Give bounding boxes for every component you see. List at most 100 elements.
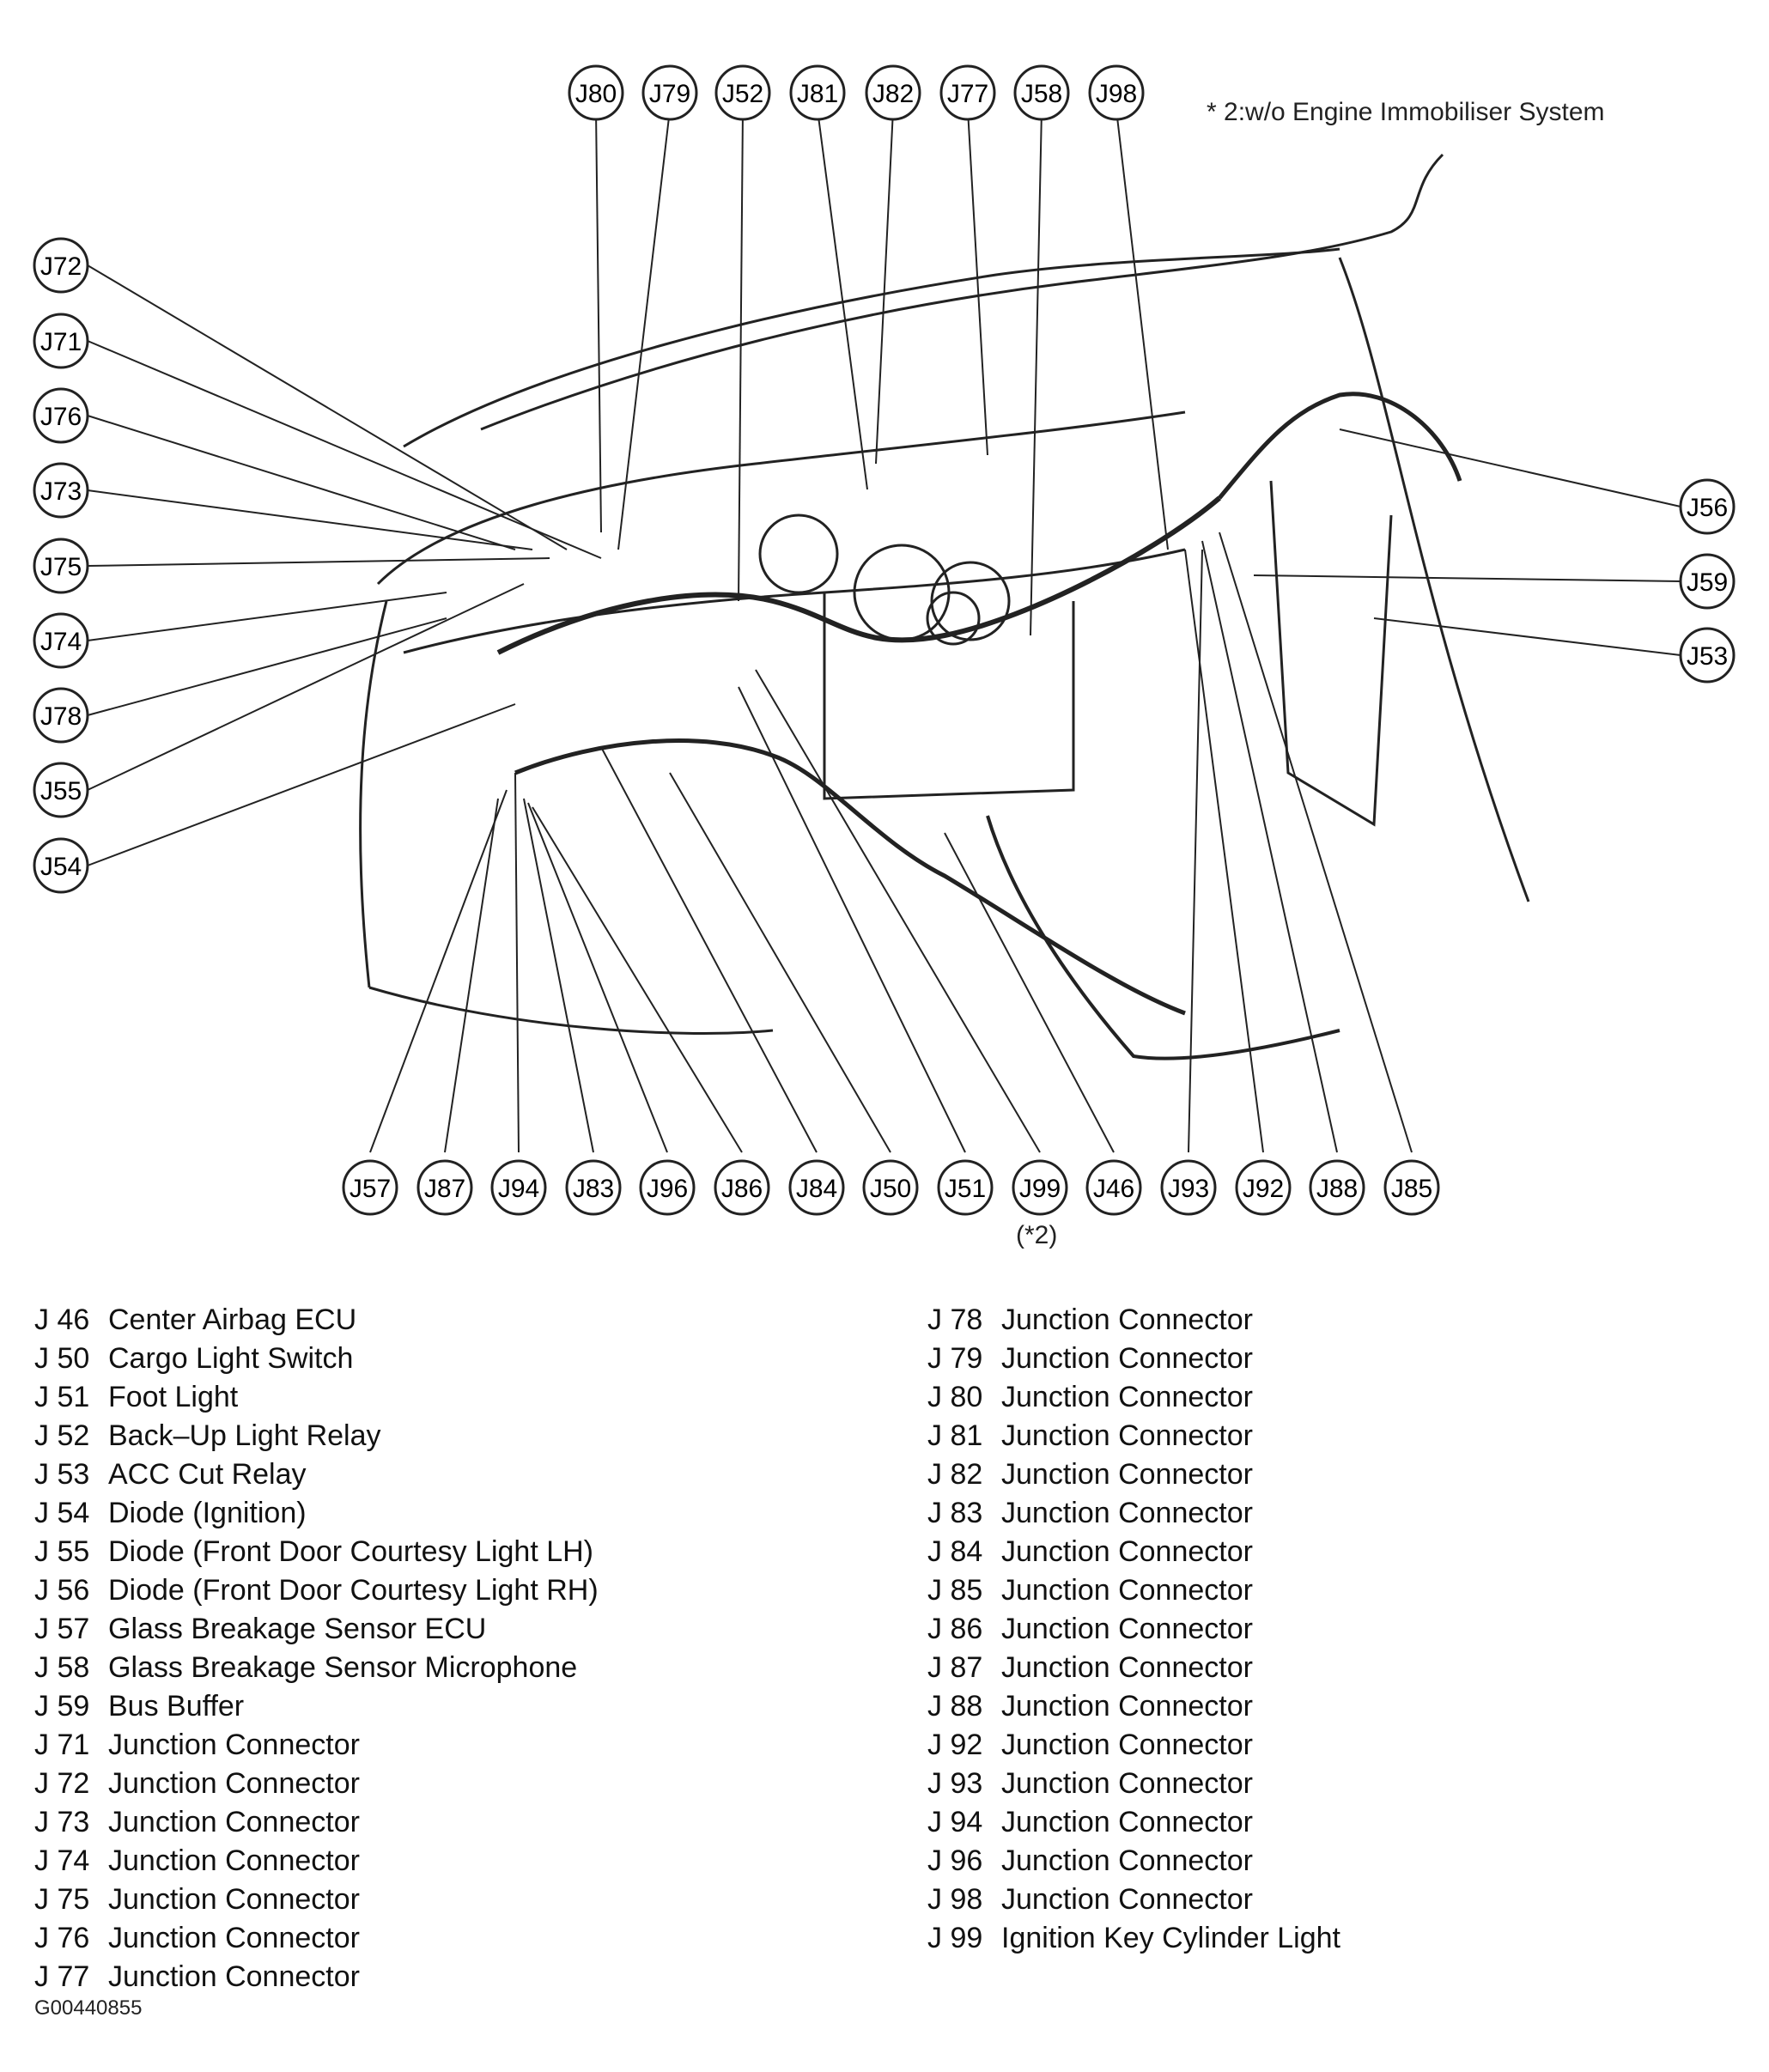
callout-label: J81: [797, 80, 838, 108]
legend-label: Junction Connector: [1001, 1651, 1253, 1684]
callout-j98: J98: [1088, 64, 1145, 121]
legend-code: J 80: [927, 1381, 983, 1413]
callout-label: J54: [40, 853, 82, 881]
right-kick-panel: [1269, 480, 1393, 827]
legend-label: Junction Connector: [1001, 1806, 1253, 1838]
legend-code: J 56: [34, 1574, 90, 1607]
legend-code: J 88: [927, 1690, 983, 1723]
legend-label: Junction Connector: [1001, 1883, 1253, 1916]
callout-j78: J78: [33, 687, 89, 744]
callout-label: J79: [649, 80, 690, 108]
legend-label: Ignition Key Cylinder Light: [1001, 1922, 1341, 1954]
legend-label: Junction Connector: [108, 1922, 360, 1954]
harness-lower: [514, 738, 1186, 1016]
figure-id: G00440855: [34, 1996, 143, 2020]
legend-code: J 99: [927, 1922, 983, 1954]
callout-label: J86: [721, 1175, 763, 1203]
callout-label: J83: [573, 1175, 614, 1203]
legend-code: J 72: [34, 1767, 90, 1800]
callout-j79: J79: [641, 64, 698, 121]
callout-j86: J86: [714, 1159, 770, 1216]
callout-j85: J85: [1383, 1159, 1440, 1216]
callout-label: J74: [40, 628, 82, 656]
legend-code: J 81: [927, 1419, 983, 1452]
left-pillar: [359, 600, 388, 988]
legend-code: J 86: [927, 1613, 983, 1645]
gauge-left: [758, 513, 839, 594]
right-door-edge: [1338, 257, 1530, 902]
legend-label: Junction Connector: [1001, 1613, 1253, 1645]
legend-code: J 82: [927, 1458, 983, 1491]
legend-row: J 99 Ignition Key Cylinder Light: [927, 1919, 1340, 1958]
callout-j99: J99: [1012, 1159, 1068, 1216]
callout-label: J53: [1687, 642, 1728, 671]
callout-j88: J88: [1309, 1159, 1365, 1216]
callouts-left: J72 J71 J76 J73 J75 J74 J78 J55 J54: [33, 237, 89, 894]
callout-j74: J74: [33, 612, 89, 669]
gauge-center: [853, 544, 951, 641]
legend-label: Glass Breakage Sensor ECU: [108, 1613, 487, 1645]
callout-label: J85: [1391, 1175, 1432, 1203]
legend-code: J 50: [34, 1342, 90, 1375]
legend-label: Junction Connector: [1001, 1381, 1253, 1413]
callout-j54: J54: [33, 837, 89, 894]
callout-j53: J53: [1679, 627, 1736, 684]
legend-code: J 87: [927, 1651, 983, 1684]
callout-label: J59: [1687, 568, 1728, 597]
callouts-top: J80 J79 J52 J81 J82 J77 J58 J98: [568, 64, 1145, 121]
dash-top-edge: [403, 247, 1340, 448]
legend-label: Foot Light: [108, 1381, 239, 1413]
legend-label: Center Airbag ECU: [108, 1303, 357, 1336]
callout-j52: J52: [714, 64, 771, 121]
callout-j76: J76: [33, 387, 89, 444]
legend-code: J 54: [34, 1497, 90, 1529]
legend-code: J 84: [927, 1535, 983, 1568]
legend-label: Back–Up Light Relay: [108, 1419, 381, 1452]
legend-label: Junction Connector: [108, 1806, 360, 1838]
legend-row: J 51 Foot Light: [34, 1378, 599, 1417]
footnote-marker: (*2): [1016, 1221, 1058, 1249]
footnote-legend: * 2:w/o Engine Immobiliser System: [1207, 98, 1605, 126]
callout-j83: J83: [565, 1159, 622, 1216]
legend-label: Glass Breakage Sensor Microphone: [108, 1651, 578, 1684]
legend-label: Diode (Front Door Courtesy Light RH): [108, 1574, 599, 1607]
callout-j56: J56: [1679, 478, 1736, 535]
gauge-right: [930, 561, 1011, 641]
callout-label: J76: [40, 403, 82, 431]
harness-floor: [986, 815, 1340, 1060]
legend-code: J 74: [34, 1844, 90, 1877]
legend-label: Junction Connector: [1001, 1844, 1253, 1877]
callout-label: J84: [796, 1175, 837, 1203]
callout-label: J88: [1316, 1175, 1358, 1203]
legend-label: Junction Connector: [1001, 1303, 1253, 1336]
callout-label: J92: [1243, 1175, 1284, 1203]
legend-code: J 51: [34, 1381, 90, 1413]
legend-code: J 58: [34, 1651, 90, 1684]
legend-row: J 73 Junction Connector: [34, 1803, 599, 1842]
legend-row: J 58 Glass Breakage Sensor Microphone: [34, 1649, 599, 1687]
legend-code: J 73: [34, 1806, 90, 1838]
legend-label: Junction Connector: [1001, 1497, 1253, 1529]
steering-hub: [926, 591, 981, 646]
wiring-location-diagram: J80 J79 J52 J81 J82 J77 J58 J98 J72 J71 …: [33, 64, 1736, 1216]
legend-row: J 56 Diode (Front Door Courtesy Light RH): [34, 1571, 599, 1610]
callout-label: J75: [40, 553, 82, 581]
harness-right: [1218, 392, 1462, 500]
legend-code: J 55: [34, 1535, 90, 1568]
